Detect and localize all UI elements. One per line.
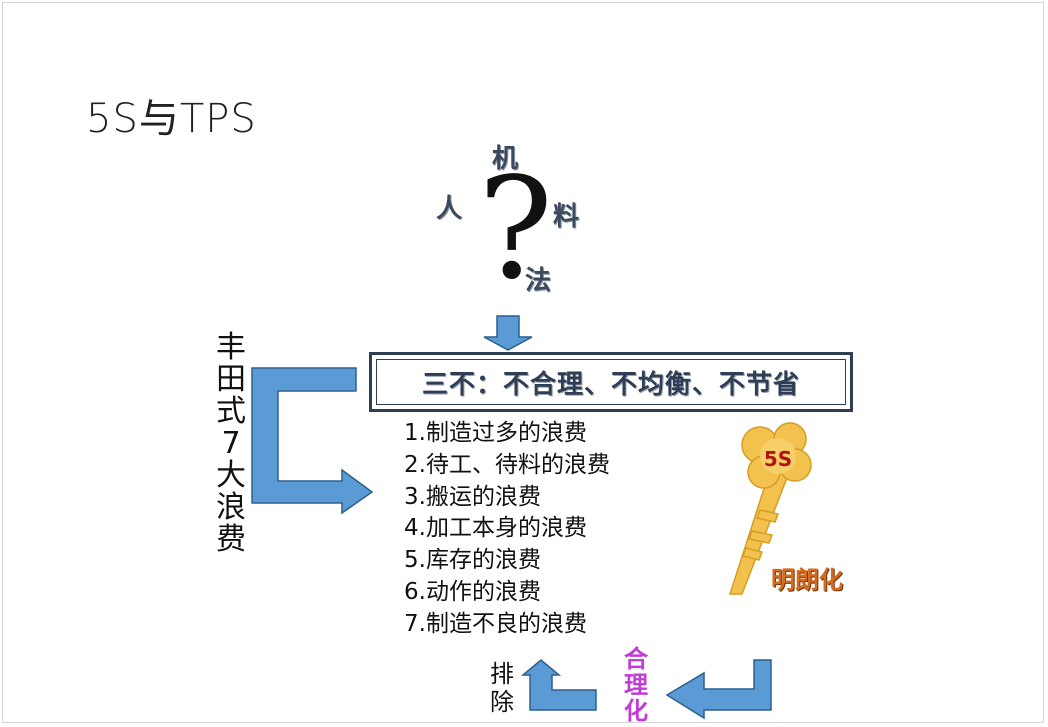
list-item: 1.制造过多的浪费: [404, 420, 587, 446]
eliminate-label: 排除: [490, 660, 514, 716]
key-icon: 5S: [728, 422, 812, 595]
element-machine: 机: [492, 144, 519, 174]
question-mark: ?: [478, 148, 554, 311]
visualize-label: 明朗化: [771, 566, 843, 594]
list-item: 2.待工、待料的浪费: [404, 451, 610, 478]
element-method: 法: [525, 266, 552, 296]
waste-list: 1.制造过多的浪费 2.待工、待料的浪费 3.搬运的浪费 4.加工本身的浪费 5…: [404, 418, 610, 641]
down-arrow: [483, 315, 533, 351]
list-item: 3.搬运的浪费: [404, 483, 541, 510]
list-item: 7.制造不良的浪费: [404, 610, 587, 637]
return-arrow: [665, 659, 772, 720]
eliminate-arrow: [520, 659, 597, 711]
three-no-box: 三不：不合理、不均衡、不节省: [369, 352, 853, 412]
list-item: 5.库存的浪费: [404, 547, 541, 574]
list-item: 6.动作的浪费: [404, 578, 541, 605]
seven-wastes-label: 丰田式7大浪费: [216, 330, 246, 557]
element-person: 人: [436, 194, 463, 224]
key-label: 5S: [764, 447, 792, 471]
list-item: 4.加工本身的浪费: [404, 515, 587, 542]
rationalize-label: 合理化: [624, 645, 648, 725]
element-material: 料: [553, 202, 580, 232]
slide-title: 5S与TPS: [86, 96, 257, 142]
three-no-text: 三不：不合理、不均衡、不节省: [376, 359, 846, 405]
bracket-arrow: [251, 367, 374, 515]
